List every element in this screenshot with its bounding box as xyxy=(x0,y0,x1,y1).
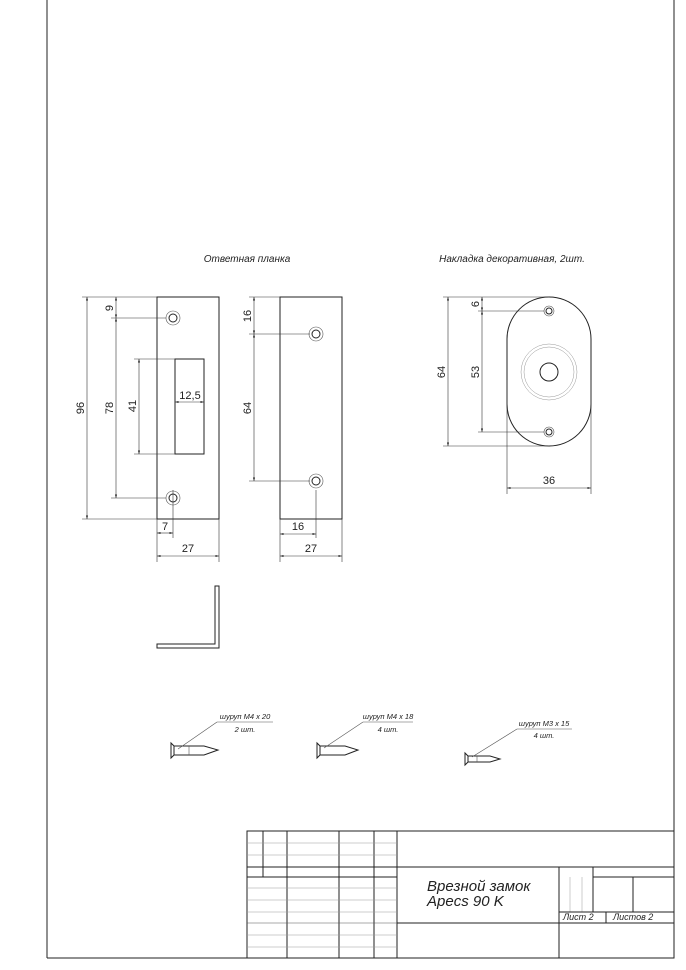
strike-plate-front-view: Ответная планка 96 9 78 41 12,5 7 27 xyxy=(75,254,291,562)
screw-label: шуруп М4 х 18 xyxy=(363,712,414,721)
sheet-frame xyxy=(46,0,675,959)
dim-64-escutcheon: 64 xyxy=(436,366,448,378)
screw-label: шуруп М4 х 20 xyxy=(220,712,271,721)
screw-qty: 4 шт. xyxy=(378,725,399,734)
sheet-number: Лист 2 xyxy=(562,912,594,922)
dim-64: 64 xyxy=(242,402,254,414)
screw-qty: 4 шт. xyxy=(534,731,555,740)
dim-16-horizontal: 16 xyxy=(292,521,304,533)
screw-label: шуруп М3 х 15 xyxy=(519,719,570,728)
dim-9: 9 xyxy=(104,305,116,311)
dim-41: 41 xyxy=(127,400,139,412)
dim-27: 27 xyxy=(182,543,194,555)
screw-m4x18: шуруп М4 х 18 4 шт. xyxy=(316,712,414,760)
screw-m4x20: шуруп М4 х 20 2 шт. xyxy=(170,712,273,760)
dim-7: 7 xyxy=(162,521,168,533)
dim-6: 6 xyxy=(470,301,482,307)
dim-96: 96 xyxy=(75,402,87,414)
screw-m3x15: шуруп М3 х 15 4 шт. xyxy=(464,719,572,767)
drawing-title: Врезной замок xyxy=(427,878,531,895)
title-block: Врезной замок Apecs 90 K Лист 2 Листов 2 xyxy=(246,830,675,959)
escutcheon-caption: Накладка декоративная, 2шт. xyxy=(439,254,585,265)
dim-16-vertical: 16 xyxy=(242,310,254,322)
escutcheon-view: Накладка декоративная, 2шт. 64 6 53 36 xyxy=(436,254,592,494)
dim-36: 36 xyxy=(543,475,555,487)
strike-plate-profile xyxy=(156,585,220,649)
dim-27-side: 27 xyxy=(305,543,317,555)
strike-plate-back-view: 16 64 16 27 xyxy=(242,296,343,562)
dim-53: 53 xyxy=(470,366,482,378)
drawing-model: Apecs 90 K xyxy=(426,893,505,910)
dim-12-5: 12,5 xyxy=(179,390,200,402)
dim-78: 78 xyxy=(104,402,116,414)
sheet-count: Листов 2 xyxy=(612,912,653,922)
strike-plate-caption: Ответная планка xyxy=(204,254,291,265)
screw-qty: 2 шт. xyxy=(234,725,256,734)
